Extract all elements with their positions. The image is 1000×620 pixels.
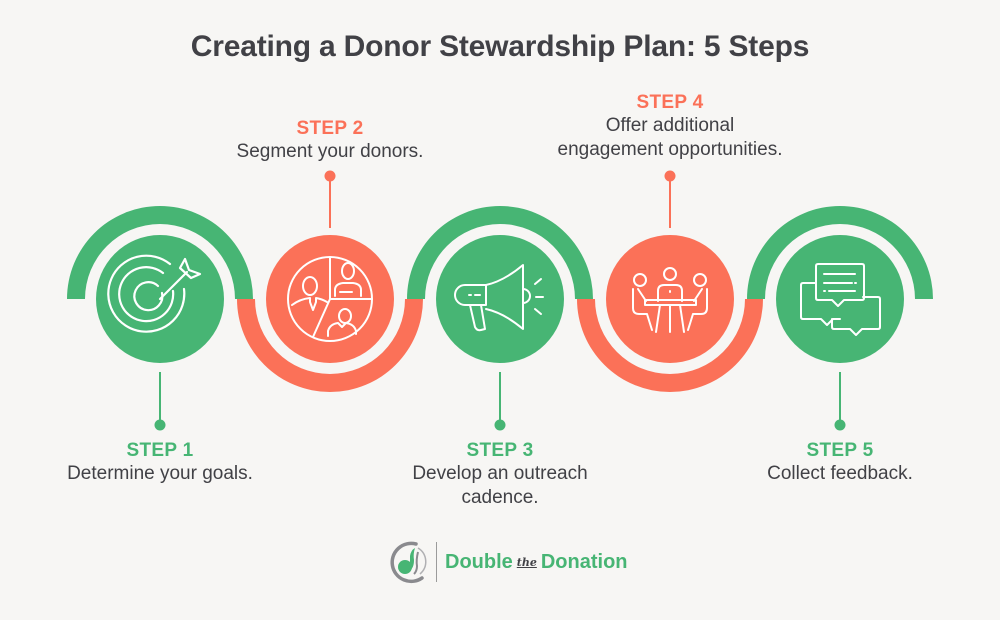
step-4-label: STEP 4 Offer additional engagement oppor… [558,92,783,162]
logo-mark-icon [390,541,427,584]
wave-track [67,206,933,392]
step-4-description-line2: engagement opportunities. [557,139,783,160]
step-3-circle [436,235,564,363]
connector-step-5 [834,372,846,431]
donor-segments-icon [287,256,373,342]
step-1-label: STEP 1 Determine your goals. [67,440,253,486]
step-2-description: Segment your donors. [236,141,424,162]
chat-bubbles-icon [800,263,881,336]
step-4-description-line1: Offer additional [605,115,735,136]
step-5-description: Collect feedback. [767,463,913,484]
step-2-label: STEP 2 Segment your donors. [237,118,424,164]
logo-wordmark: Double the Donation [445,551,628,574]
step-3-number: STEP 3 [466,440,534,461]
megaphone-icon [454,264,544,332]
page-title: Creating a Donor Stewardship Plan: 5 Ste… [190,30,810,63]
step-4-number: STEP 4 [636,92,704,113]
logo-word-double: Double [445,550,513,573]
step-1-number: STEP 1 [126,440,194,461]
step-5-circle [776,235,904,363]
step-1-description: Determine your goals. [67,463,253,484]
logo-word-the: the [516,555,537,569]
logo-divider [436,542,437,582]
double-the-donation-logo: Double the Donation [386,540,628,584]
step-3-description-line1: Develop an outreach [412,463,588,484]
step-5-number: STEP 5 [806,440,874,461]
step-2-number: STEP 2 [296,118,364,139]
connector-step-2 [324,170,336,228]
step-3-description-line2: cadence. [461,487,539,508]
connector-step-4 [664,170,676,228]
meeting-icon [632,267,708,333]
target-icon [107,254,202,333]
connector-step-3 [494,372,506,431]
logo-word-donation: Donation [540,550,628,573]
step-3-label: STEP 3 Develop an outreach cadence. [412,440,587,510]
connector-step-1 [154,372,166,431]
step-5-label: STEP 5 Collect feedback. [767,440,913,486]
